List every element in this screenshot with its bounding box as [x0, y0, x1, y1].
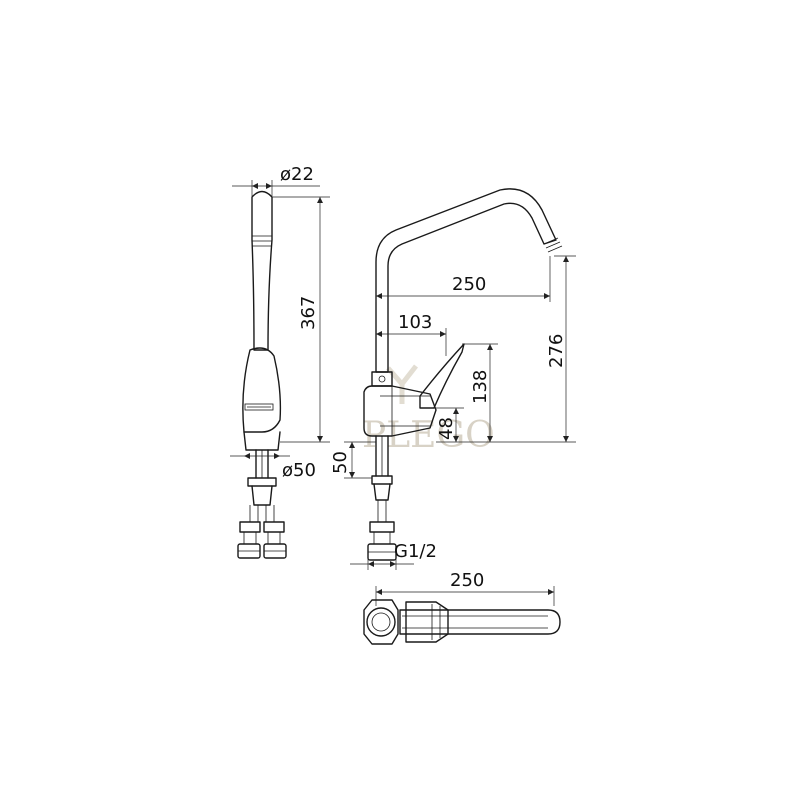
dim-shank-length: 50: [330, 451, 351, 474]
dim-lever-base: 48: [436, 417, 457, 440]
faucet-front-view: 250 103 138 48 276 50 G1/2: [330, 188, 576, 570]
dim-total-height: 367: [298, 296, 319, 330]
dim-body-height: 138: [470, 370, 491, 404]
dim-spout-height: 276: [546, 334, 567, 368]
dim-spout-diameter: ø22: [280, 164, 314, 185]
dim-thread: G1/2: [394, 541, 437, 562]
dim-top-reach: 250: [450, 570, 484, 591]
dim-lever-length: 103: [398, 312, 432, 333]
faucet-top-view: 250: [363, 570, 561, 645]
dim-base-diameter: ø50: [282, 460, 316, 481]
faucet-side-view: ø22 367 ø50: [230, 164, 330, 559]
dim-reach: 250: [452, 274, 486, 295]
